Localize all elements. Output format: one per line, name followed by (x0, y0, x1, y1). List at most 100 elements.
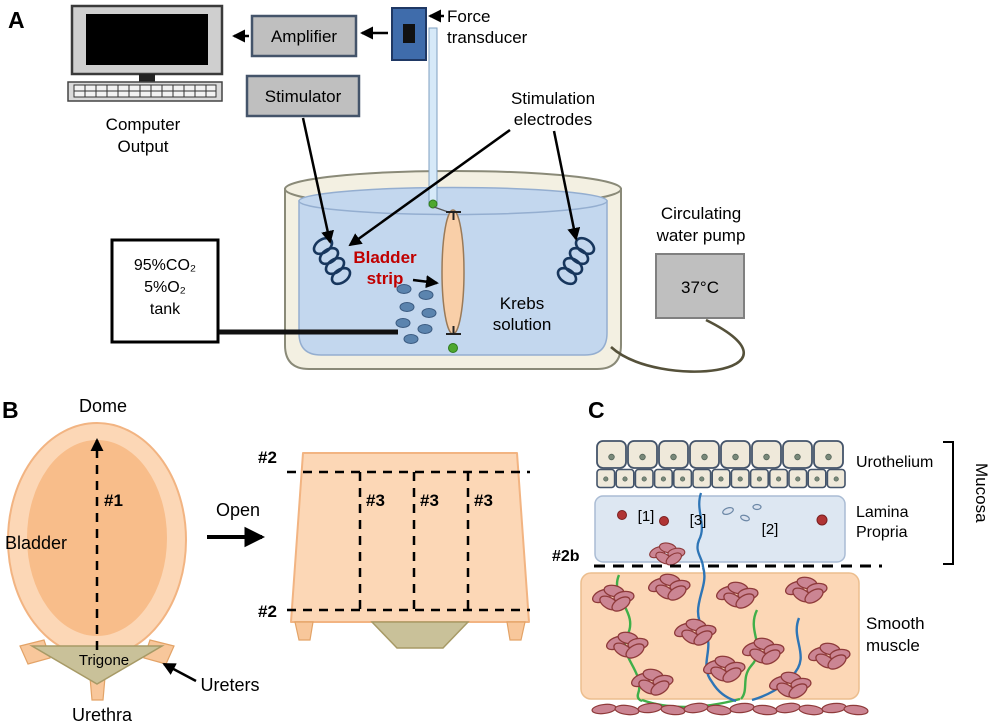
monitor-screen (86, 14, 208, 65)
clamp-bottom (446, 326, 461, 335)
marker-1: [1] (638, 508, 655, 525)
computer (67, 4, 224, 102)
panel-c-label: C (588, 397, 605, 423)
electrodes-arrow-left (348, 128, 511, 247)
force-transducer-element (403, 24, 415, 43)
urothelium-cell-small (788, 468, 808, 489)
mucosa-label: Mucosa (972, 463, 991, 523)
urothelium-cell (782, 440, 813, 469)
spindle-cell (613, 703, 641, 717)
trigone-label: Trigone (79, 652, 129, 669)
urothelium-cell (813, 440, 844, 469)
urothelium-cell-small (596, 468, 616, 489)
urothelium-cell (627, 440, 658, 469)
keyboard-keys (73, 84, 217, 98)
bladder-label: Bladder (5, 533, 67, 553)
amplifier-box (250, 14, 358, 58)
urothelium-cell-small (653, 468, 673, 489)
computer-output-label-1: Computer (106, 115, 181, 134)
lamina-label-2: Propria (856, 524, 908, 541)
stimulator-label: Stimulator (265, 87, 342, 106)
force-transducer-label-2: transducer (447, 28, 528, 47)
smooth-muscle-label-2: muscle (866, 636, 920, 655)
computer-output-label-2: Output (117, 137, 168, 156)
urothelium-cell-small (730, 468, 750, 489)
urothelium-cell (720, 440, 751, 469)
stimulator-to-electrode-arrow (301, 117, 335, 244)
marker-2: [2] (762, 521, 779, 538)
urothelium-cell-small (672, 468, 693, 489)
electrode-coil-left (312, 236, 352, 286)
panel-b-label: B (2, 397, 19, 423)
spindle-cell (705, 703, 733, 717)
urothelium-cell (596, 440, 627, 469)
open-label: Open (216, 500, 260, 520)
bladder-strip-tissue (441, 209, 465, 335)
spindle-cell (728, 701, 756, 715)
cut3c-label: #3 (474, 491, 493, 510)
cut3a-label: #3 (366, 491, 385, 510)
bladder-strip-label-1: Bladder (353, 248, 417, 267)
hook-bottom (448, 343, 458, 353)
clamp-top (446, 211, 461, 220)
gas-tank (110, 238, 220, 344)
urothelium-cell-small (711, 468, 731, 489)
urothelium-cell (751, 440, 782, 469)
krebs-label-2: solution (493, 315, 552, 334)
opened-bladder (290, 452, 530, 623)
smooth-muscle-label-1: Smooth (866, 614, 925, 633)
red-cell-dot (816, 514, 828, 526)
transducer-rod (428, 27, 438, 207)
marker-3: [3] (690, 512, 707, 529)
spindle-cell (682, 701, 710, 715)
opened-stub-right (506, 621, 526, 641)
urethra-label: Urethra (72, 705, 133, 725)
tank-label-1: 95%CO₂ (134, 257, 196, 274)
urothelium-cell-small (768, 468, 789, 489)
panel-a-label: A (8, 7, 25, 33)
urothelium-cell-small (826, 468, 846, 489)
hook-top (428, 199, 438, 209)
cut2-top-label: #2 (258, 448, 277, 467)
water-pump-box (655, 253, 745, 319)
bladder-strip-arrow (412, 275, 439, 289)
opened-trigone (370, 621, 470, 649)
bladder-strip-label-2: strip (367, 269, 404, 288)
pump-tube (610, 318, 745, 373)
ureters-arrow (162, 662, 197, 683)
spindle-cell (636, 701, 664, 715)
nerve-blue-lamina (696, 492, 705, 568)
amplifier-label: Amplifier (271, 27, 337, 46)
spindle-cell (842, 703, 870, 717)
urothelium-cell (658, 440, 689, 469)
urothelium-label: Urothelium (856, 454, 933, 471)
red-cell-dot (659, 516, 669, 526)
lamina-propria-region (594, 495, 846, 563)
spindle-cell (774, 701, 802, 715)
red-cell-dot (617, 510, 627, 520)
stim-electrodes-label-1: Stimulation (511, 89, 595, 108)
urothelium-cell-small (692, 468, 712, 489)
pump-label-2: water pump (656, 226, 746, 245)
interstitial-cells (722, 503, 762, 522)
tank-label-3: tank (150, 301, 181, 318)
spindle-cell (797, 703, 825, 717)
urothelium-cell-small (749, 468, 769, 489)
muscle-spindle-row (590, 701, 870, 717)
spindle-cell (751, 703, 779, 717)
urothelium-layer (596, 440, 846, 489)
nerve-blue-1 (696, 566, 737, 703)
stimulator-box (245, 74, 361, 118)
urothelium-cell-small (634, 468, 654, 489)
urothelium-cell-small (807, 468, 827, 489)
urothelium-cell-small (615, 468, 635, 489)
urothelium-cell (689, 440, 720, 469)
spindle-cell (820, 701, 848, 715)
nerve-green-2 (740, 609, 759, 700)
cut3b-label: #3 (420, 491, 439, 510)
lamina-label-1: Lamina (856, 504, 909, 521)
opened-stub-left (294, 621, 314, 641)
panel-a: A Computer Output Amplifier Stimulator (8, 4, 746, 373)
